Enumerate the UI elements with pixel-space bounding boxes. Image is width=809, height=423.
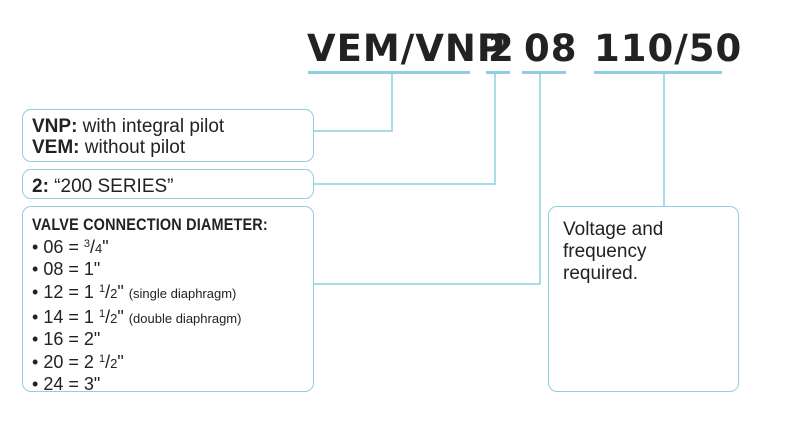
equals-sign: = <box>68 282 79 302</box>
pilot-line-vnp: VNP: with integral pilot <box>32 116 313 137</box>
diameter-whole: 2 <box>83 329 94 349</box>
diameter-whole: 1 <box>83 282 94 302</box>
diameter-code: 14 <box>43 307 64 327</box>
equals-sign: = <box>68 259 79 279</box>
leader-line-series <box>314 74 496 185</box>
diameter-title: VALVE CONNECTION DIAMETER: <box>32 215 268 234</box>
fraction-numerator: 1 <box>98 353 106 365</box>
fraction-numerator: 1 <box>98 308 106 320</box>
equals-sign: = <box>68 307 79 327</box>
bullet: • <box>32 259 39 279</box>
diameter-unit: " <box>117 352 124 372</box>
leader-line-model <box>314 74 393 132</box>
code-part-voltage: 110/50 <box>594 27 743 70</box>
diameter-unit: " <box>93 329 101 349</box>
diameter-whole: 1 <box>83 307 94 327</box>
bullet: • <box>32 329 39 349</box>
series-key: 2: <box>32 176 49 197</box>
diameter-unit: " <box>93 374 101 394</box>
fraction-denominator: 2 <box>110 311 118 326</box>
code-part-model: VEM/VNP <box>307 27 505 70</box>
diameter-whole: 2 <box>83 352 94 372</box>
diameter-item: • 20 = 2 1/2" <box>32 352 124 372</box>
bullet: • <box>32 307 39 327</box>
diameter-item: • 08 = 1" <box>32 259 313 279</box>
code-part-diameter: 08 <box>524 27 578 70</box>
diameter-unit: " <box>93 259 101 279</box>
fraction-denominator: 2 <box>110 356 118 371</box>
diameter-note: (single diaphragm) <box>128 286 237 301</box>
diameter-code: 12 <box>43 282 64 302</box>
voltage-text: Voltage and frequency required. <box>563 219 664 284</box>
underline-model <box>308 71 470 74</box>
diameter-unit: " <box>117 282 124 302</box>
voltage-box: Voltage and frequency required. <box>548 206 739 392</box>
equals-sign: = <box>68 374 79 394</box>
diameter-code: 20 <box>43 352 64 372</box>
diameter-unit: " <box>117 307 124 327</box>
pilot-text-vnp: with integral pilot <box>77 116 225 137</box>
bullet: • <box>32 282 39 302</box>
diameter-item: • 12 = 1 1/2" (single diaphragm) <box>32 282 237 302</box>
equals-sign: = <box>68 329 79 349</box>
diameter-item: • 06 = 3/4" <box>32 237 109 257</box>
bullet: • <box>32 352 39 372</box>
underline-diameter <box>522 71 566 74</box>
diameter-list: • 06 = 3/4"• 08 = 1"• 12 = 1 1/2" (singl… <box>32 234 313 394</box>
pilot-type-box: VNP: with integral pilot VEM: without pi… <box>22 109 314 162</box>
series-box: 2: “200 SERIES” <box>22 169 314 199</box>
pilot-line-vem: VEM: without pilot <box>32 137 313 158</box>
diameter-item: • 14 = 1 1/2" (double diaphragm) <box>32 307 242 327</box>
pilot-text-vem: without pilot <box>79 137 186 158</box>
underline-series <box>486 71 510 74</box>
fraction-numerator: 3 <box>83 238 91 250</box>
diameter-note: (double diaphragm) <box>128 311 242 326</box>
pilot-key-vem: VEM: <box>32 137 80 158</box>
series-text: “200 SERIES” <box>48 176 174 197</box>
bullet: • <box>32 237 39 257</box>
leader-line-diameter <box>314 74 541 285</box>
diameter-whole: 1 <box>83 259 94 279</box>
fraction-denominator: 2 <box>110 286 118 301</box>
underline-voltage <box>594 71 722 74</box>
equals-sign: = <box>68 352 79 372</box>
diameter-code: 16 <box>43 329 64 349</box>
diameter-item: • 16 = 2" <box>32 329 313 349</box>
diameter-unit: " <box>102 237 109 257</box>
diameter-box: VALVE CONNECTION DIAMETER: • 06 = 3/4"• … <box>22 206 314 394</box>
equals-sign: = <box>68 237 79 257</box>
bullet: • <box>32 374 39 394</box>
diameter-item: • 24 = 3" <box>32 374 313 394</box>
fraction-denominator: 4 <box>95 241 103 256</box>
diameter-whole: 3 <box>83 374 94 394</box>
code-part-series: 2 <box>488 27 515 70</box>
diameter-code: 06 <box>43 237 64 257</box>
series-line: 2: “200 SERIES” <box>32 176 313 197</box>
pilot-key-vnp: VNP: <box>32 116 78 137</box>
diameter-code: 08 <box>43 259 64 279</box>
diameter-code: 24 <box>43 374 64 394</box>
fraction-numerator: 1 <box>98 283 106 295</box>
